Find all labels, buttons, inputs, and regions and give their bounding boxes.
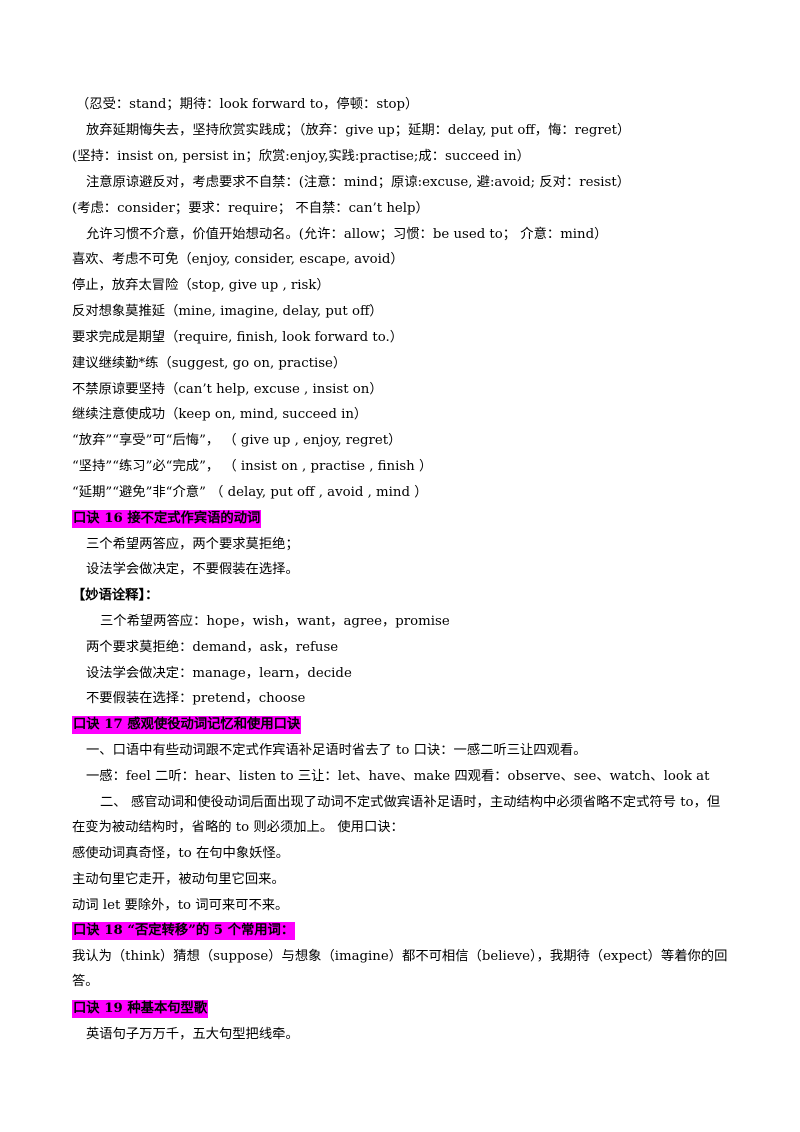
text-line: “延期”“避免”非“介意” （ delay, put off , avoid ,… — [72, 485, 428, 500]
heading-label: 口诀 16 接不定式作宾语的动词 — [72, 510, 262, 528]
text-line: 英语句子万万千，五大句型把线牵。 — [86, 1027, 299, 1042]
section-heading-18: 口诀 18 “否定转移”的 5 个常用词： — [72, 922, 732, 940]
section-heading-16: 口诀 16 接不定式作宾语的动词 — [72, 510, 732, 528]
heading-label: 口诀 18 “否定转移”的 5 个常用词： — [72, 922, 296, 940]
text-line: 感使动词真奇怪，to 在句中象妖怪。 — [72, 846, 290, 861]
text-line: (考虑：consider；要求：require； 不自禁：can’t help） — [72, 201, 429, 216]
text-line: 允许习惯不介意，价值开始想动名。(允许：allow；习惯：be used to；… — [86, 227, 608, 242]
text-line: 建议继续勤*练（suggest, go on, practise） — [72, 356, 347, 371]
text-paragraph: 二、 感官动词和使役动词后面出现了动词不定式做宾语补足语时，主动结构中必须省略不… — [72, 795, 721, 835]
text-line: （忍受：stand；期待：look forward to，停顿：stop） — [76, 97, 419, 112]
heading-label: 口诀 19 种基本句型歌 — [72, 1000, 209, 1018]
text-line: 设法学会做决定，不要假装在选择。 — [86, 562, 299, 577]
heading-label: 口诀 17 感观使役动词记忆和使用口诀 — [72, 716, 302, 734]
text-paragraph: 我认为（think）猜想（suppose）与想象（imagine）都不可相信（b… — [72, 949, 728, 989]
text-line: “放弃”“享受”可“后悔”， （ give up , enjoy, regret… — [72, 433, 402, 448]
text-line: 放弃延期悔失去，坚持欣赏实践成；（放弃：give up；延期：delay, pu… — [86, 123, 631, 138]
text-line: 一、口语中有些动词跟不定式作宾语补足语时省去了 to 口诀：一感二听三让四观看。 — [86, 743, 587, 758]
text-line: 三个希望两答应：hope，wish，want，agree，promise — [100, 614, 450, 629]
text-line: 三个希望两答应，两个要求莫拒绝； — [86, 537, 299, 552]
text-line: “坚持”“练习”必“完成”， （ insist on , practise , … — [72, 459, 433, 474]
text-line: 注意原谅避反对，考虑要求不自禁：(注意：mind；原谅:excuse, 避:av… — [86, 175, 631, 190]
text-line: 停止，放弃太冒险（stop, give up , risk） — [72, 278, 330, 293]
text-line: 继续注意使成功（keep on, mind, succeed in） — [72, 407, 368, 422]
text-line: 不禁原谅要坚持（can’t help, excuse , insist on） — [72, 382, 383, 397]
text-line: 设法学会做决定：manage，learn，decide — [86, 666, 352, 681]
text-line: 主动句里它走开，被动句里它回来。 — [72, 872, 285, 887]
text-line: 【妙语诠释】： — [72, 588, 159, 603]
text-line: 反对想象莫推延（mine, imagine, delay, put off） — [72, 304, 383, 319]
text-line: 不要假装在选择：pretend，choose — [86, 691, 306, 706]
text-line: 喜欢、考虑不可免（enjoy, consider, escape, avoid） — [72, 252, 404, 267]
text-line: 动词 let 要除外，to 词可来可不来。 — [72, 898, 289, 913]
text-line: (坚持：insist on, persist in；欣赏:enjoy,实践:pr… — [72, 149, 530, 164]
section-heading-19: 口诀 19 种基本句型歌 — [72, 1000, 732, 1018]
text-line: 一感：feel 二听：hear、listen to 三让：let、have、ma… — [86, 769, 710, 784]
text-line: 两个要求莫拒绝：demand，ask，refuse — [86, 640, 339, 655]
section-heading-17: 口诀 17 感观使役动词记忆和使用口诀 — [72, 716, 732, 734]
text-line: 要求完成是期望（require, finish, look forward to… — [72, 330, 404, 345]
